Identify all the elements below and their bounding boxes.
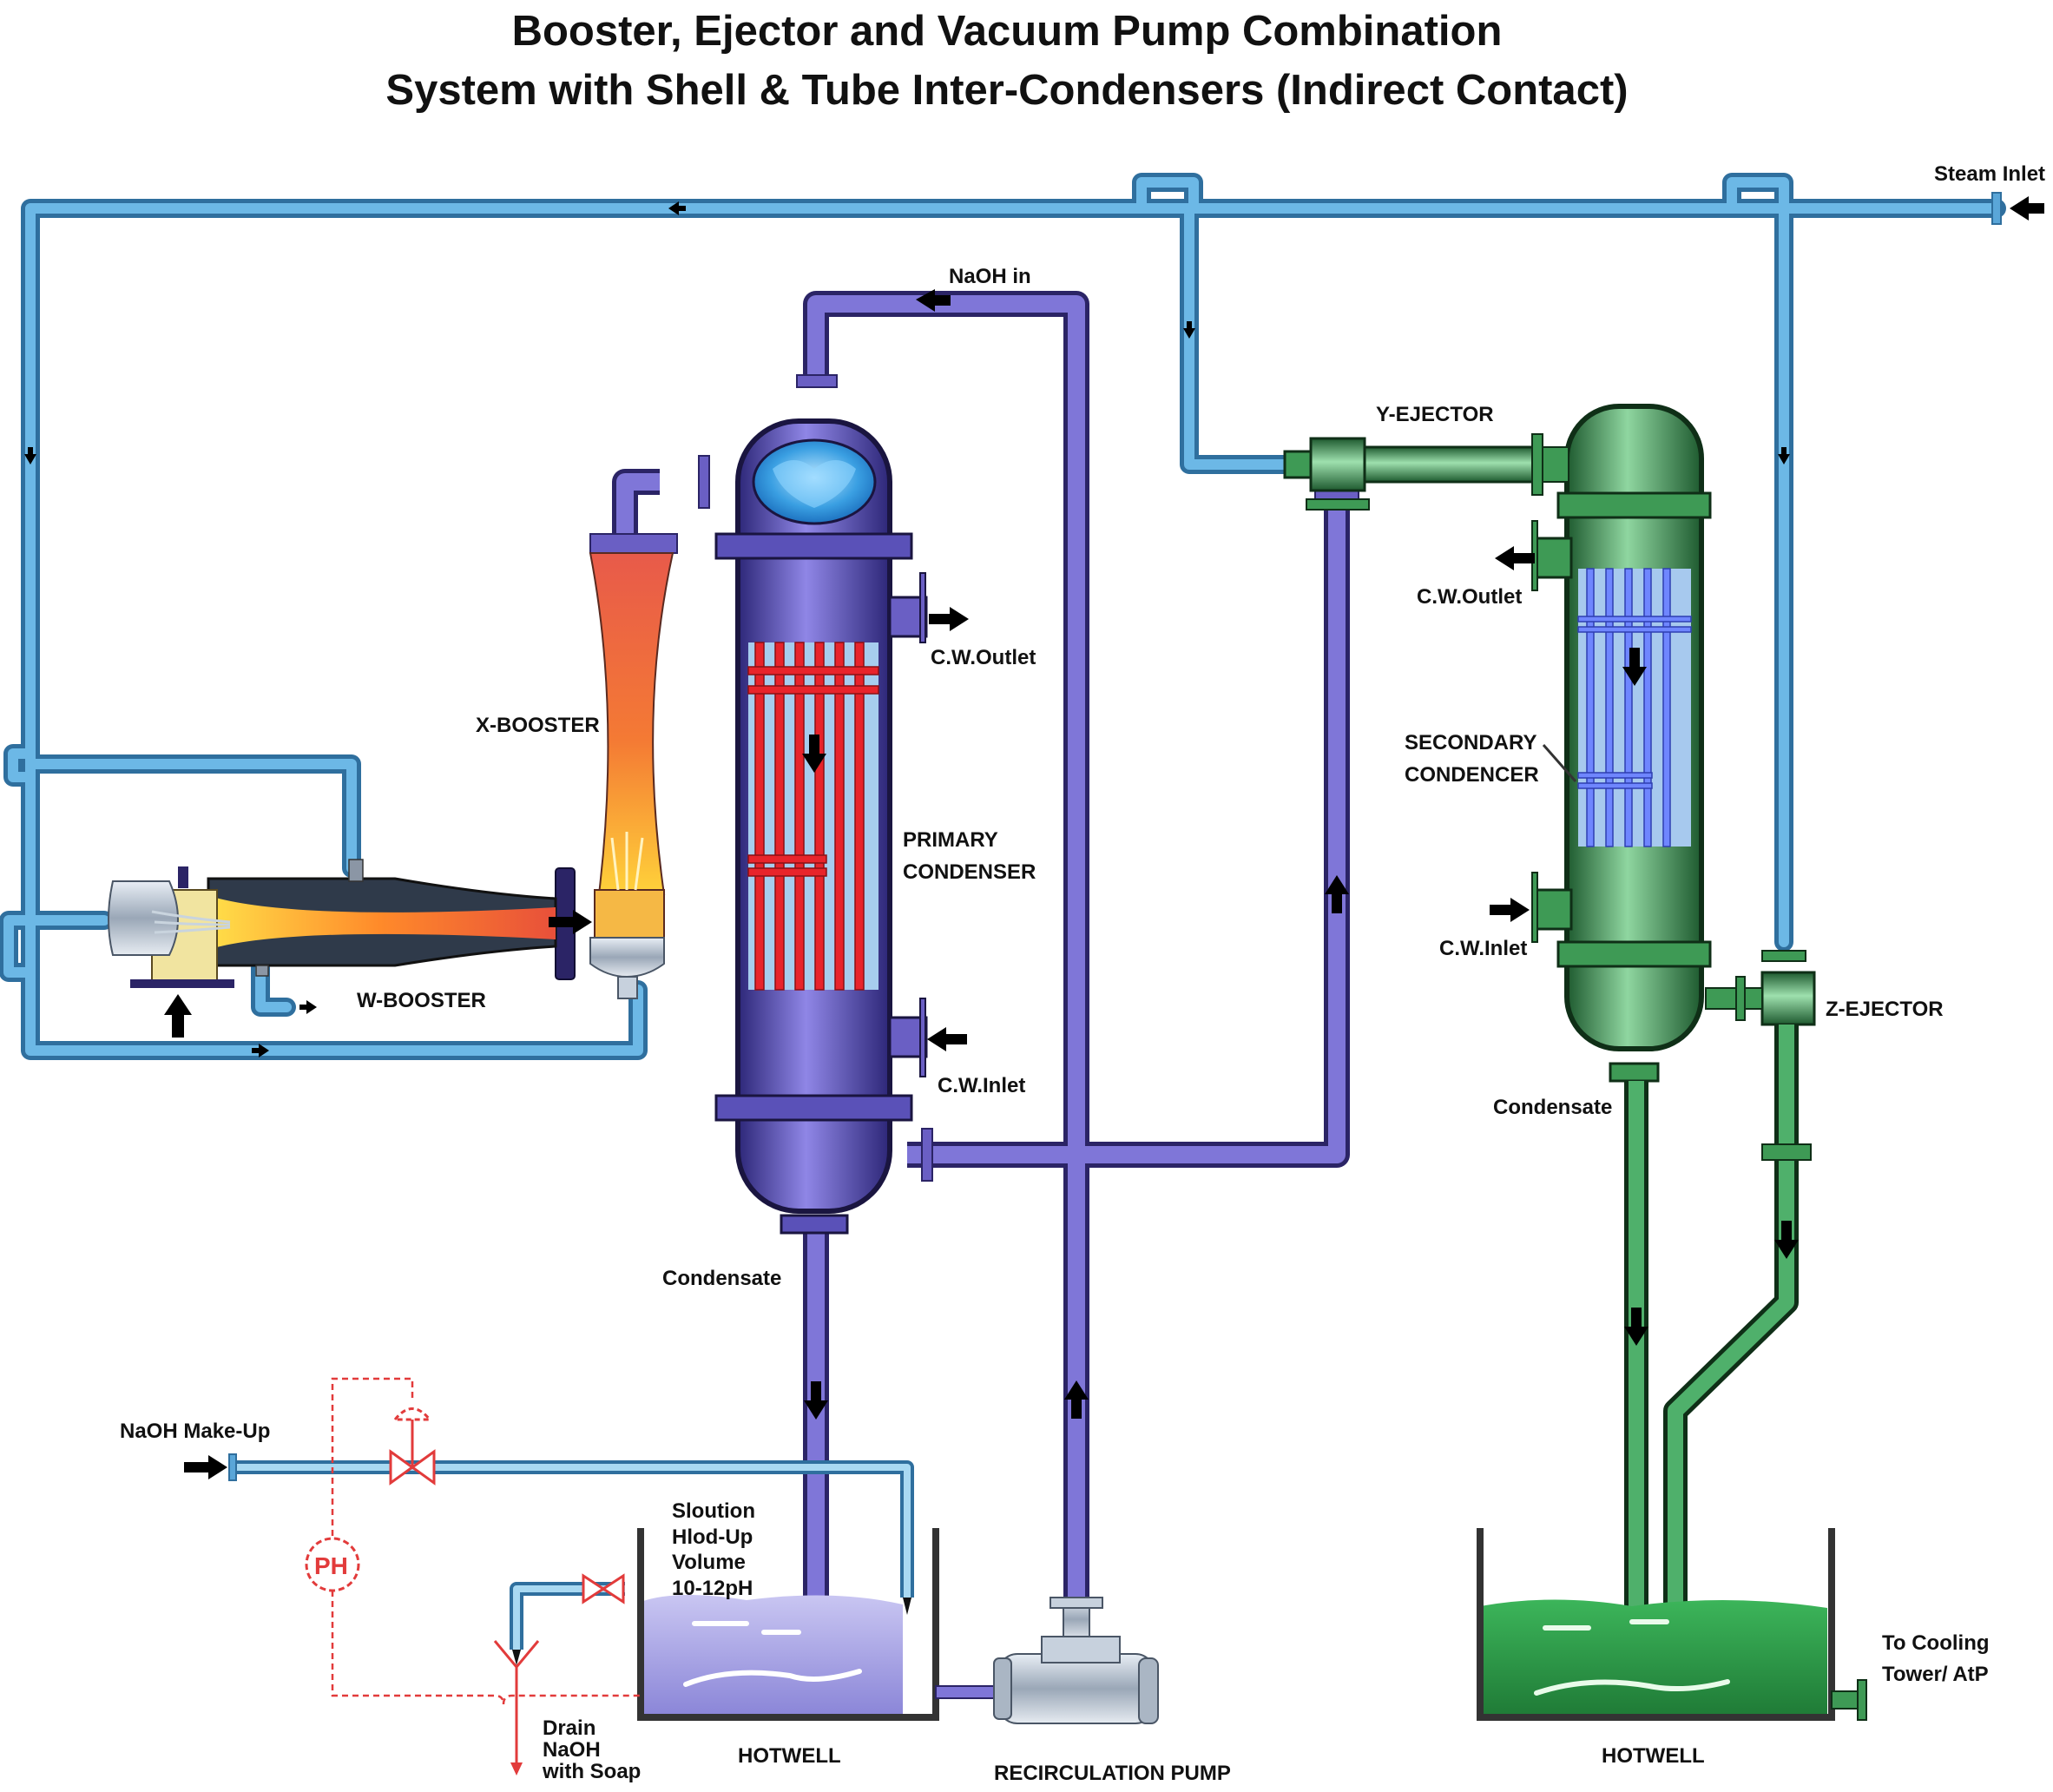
label-steam-inlet: Steam Inlet <box>1934 162 2045 186</box>
z-ejector <box>1705 950 1816 1026</box>
z-pipe-flange <box>1761 1143 1812 1161</box>
label-w-booster: W-BOOSTER <box>357 989 486 1012</box>
label-solution-4: 10-12pH <box>672 1577 753 1600</box>
outlet-flange <box>921 1128 933 1182</box>
label-hotwell-right: HOTWELL <box>1602 1744 1705 1768</box>
secondary-leader-line <box>1542 744 1577 782</box>
ph-sensor-icon <box>305 1537 360 1592</box>
makeup-flange <box>228 1453 237 1481</box>
drain-valve-icon <box>582 1573 625 1604</box>
recirculation-pump <box>993 1597 1159 1724</box>
label-cw-inlet-primary: C.W.Inlet <box>938 1074 1025 1097</box>
label-cw-outlet-secondary: C.W.Outlet <box>1417 585 1522 609</box>
label-cw-outlet-primary: C.W.Outlet <box>931 646 1036 669</box>
label-z-ejector: Z-EJECTOR <box>1826 998 1944 1021</box>
x-booster <box>555 552 674 999</box>
inlet-flange <box>698 455 710 509</box>
label-solution-3: Volume <box>672 1551 746 1574</box>
label-x-booster: X-BOOSTER <box>476 714 600 737</box>
flow-arrows <box>24 196 2044 1479</box>
hotwell-left <box>637 1528 1002 1721</box>
ph-control-loop <box>331 1377 641 1705</box>
label-recirculation-pump: RECIRCULATION PUMP <box>994 1762 1231 1785</box>
primary-condenser <box>714 418 928 1235</box>
control-valve-icon <box>389 1407 436 1486</box>
label-cooling-1: To Cooling <box>1882 1631 1990 1655</box>
secondary-tube-bundle <box>1578 569 1691 847</box>
label-drain-1: Drain <box>543 1716 596 1740</box>
label-naoh-makeup: NaOH Make-Up <box>120 1420 270 1443</box>
label-cooling-2: Tower/ AtP <box>1882 1663 1989 1686</box>
label-secondary-condenser-2: CONDENCER <box>1405 763 1539 787</box>
label-primary-condenser-1: PRIMARY <box>903 828 998 852</box>
secondary-condenser <box>1531 404 1712 1083</box>
secondary-pipes <box>1624 1024 1799 1650</box>
label-solution-1: Sloution <box>672 1499 755 1523</box>
booster-top-flange <box>589 533 678 554</box>
label-hotwell-left: HOTWELL <box>738 1744 841 1768</box>
label-primary-condenser-2: CONDENSER <box>903 860 1036 884</box>
title-line-1: Booster, Ejector and Vacuum Pump Combina… <box>512 8 1503 55</box>
label-ph: PH <box>314 1552 348 1579</box>
primary-pipes <box>612 291 1350 1684</box>
steam-pipe-network <box>0 173 2006 1060</box>
title-line-2: System with Shell & Tube Inter-Condenser… <box>385 67 1628 114</box>
steam-inlet-flange <box>1991 192 2002 225</box>
top-flange <box>796 374 838 388</box>
label-secondary-condenser-1: SECONDARY <box>1405 731 1536 754</box>
label-condensate-secondary: Condensate <box>1493 1096 1612 1119</box>
drain-arrow-icon <box>510 1762 523 1776</box>
drain-funnel-icon <box>493 1640 540 1767</box>
w-booster <box>108 859 557 988</box>
label-cw-inlet-secondary: C.W.Inlet <box>1439 937 1527 960</box>
label-drain-3: with Soap <box>542 1760 641 1783</box>
label-solution-2: Hlod-Up <box>672 1525 753 1549</box>
label-drain-2: NaOH <box>543 1738 601 1762</box>
hotwell-right <box>1477 1528 1867 1721</box>
y-ejector <box>1283 433 1569 511</box>
label-y-ejector: Y-EJECTOR <box>1376 403 1494 426</box>
label-naoh-in: NaOH in <box>949 265 1031 288</box>
label-condensate-primary: Condensate <box>662 1267 781 1290</box>
